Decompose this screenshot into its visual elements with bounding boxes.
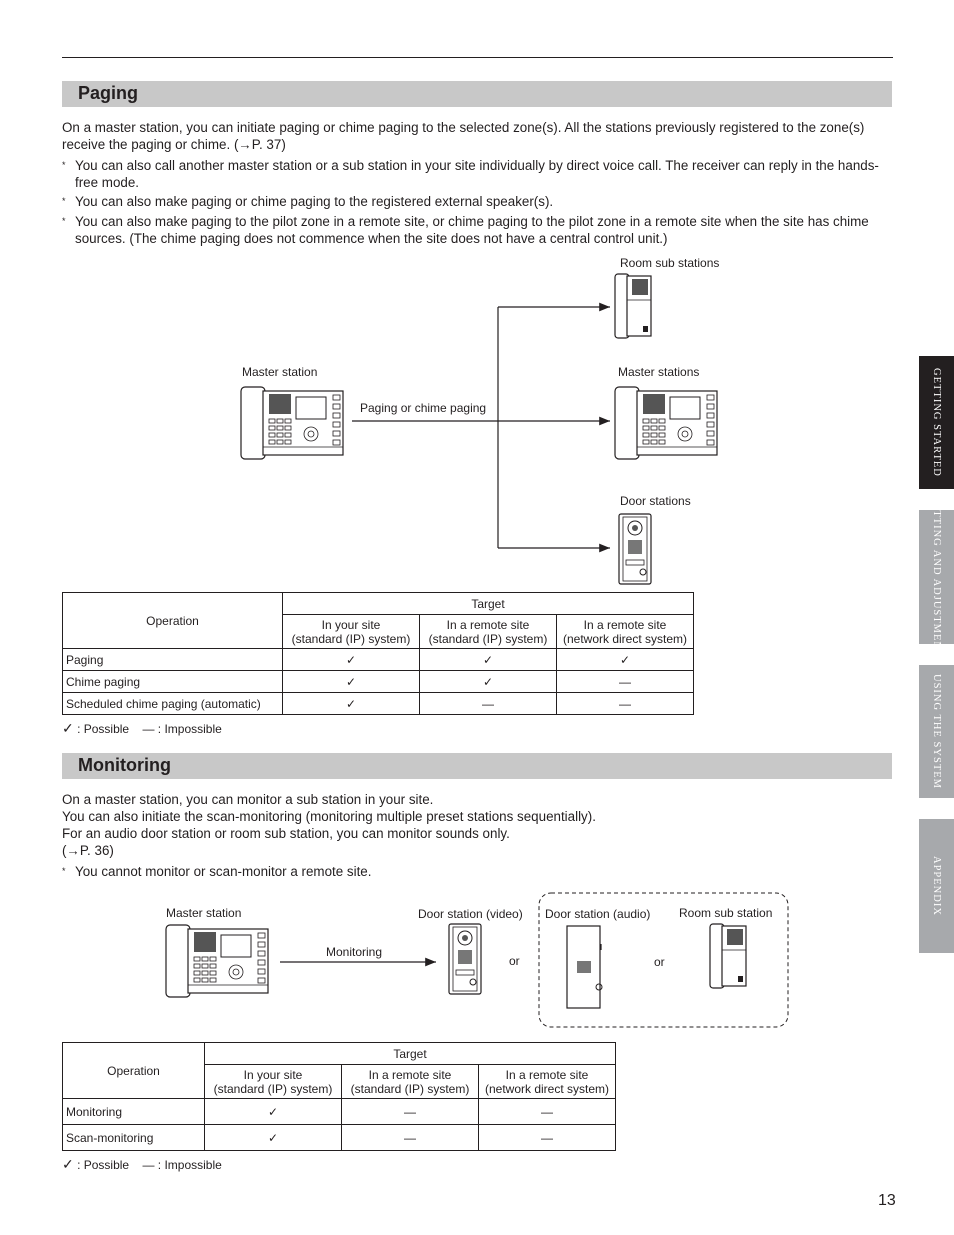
monitoring-source-label: Master station <box>166 906 241 920</box>
monitoring-table-operation-header: Operation <box>63 1043 205 1099</box>
paging-col-header: In a remote site (network direct system) <box>557 615 694 649</box>
monitoring-col-header: In a remote site (standard (IP) system) <box>342 1065 479 1099</box>
row-cell: ✓ <box>283 693 420 715</box>
monitoring-col-header: In a remote site (network direct system) <box>479 1065 616 1099</box>
table-row: Scan-monitoring ✓ — — <box>63 1125 616 1151</box>
paging-legend: ✓ : Possible — : Impossible <box>62 720 222 737</box>
side-tab-using-system[interactable]: USING THE SYSTEM <box>919 665 954 798</box>
paging-target-door: Door stations <box>620 494 691 508</box>
monitoring-table-target-header: Target <box>205 1043 616 1065</box>
check-icon: ✓ <box>62 720 74 736</box>
side-tab-setting-adjustment[interactable]: SETTING AND ADJUSTMENT <box>919 510 954 644</box>
monitoring-note-1: *You cannot monitor or scan-monitor a re… <box>62 863 892 880</box>
row-cell: — <box>479 1099 616 1125</box>
monitoring-or-1: or <box>509 954 520 968</box>
row-cell: — <box>342 1125 479 1151</box>
monitoring-target-door-video: Door station (video) <box>418 907 523 921</box>
monitoring-legend: ✓ : Possible — : Impossible <box>62 1156 222 1173</box>
paging-table-operation-header: Operation <box>63 593 283 649</box>
paging-table-target-header: Target <box>283 593 694 615</box>
paging-table: Operation Target In your site (standard … <box>62 592 694 715</box>
monitoring-col-header: In your site (standard (IP) system) <box>205 1065 342 1099</box>
monitoring-intro: On a master station, you can monitor a s… <box>62 791 892 859</box>
check-icon: ✓ <box>62 1156 74 1172</box>
table-row: Chime paging ✓ ✓ — <box>63 671 694 693</box>
row-cell: — <box>479 1125 616 1151</box>
table-row: Paging ✓ ✓ ✓ <box>63 649 694 671</box>
monitoring-target-room-sub: Room sub station <box>679 906 772 920</box>
row-cell: ✓ <box>420 671 557 693</box>
table-row: Monitoring ✓ — — <box>63 1099 616 1125</box>
row-cell: — <box>342 1099 479 1125</box>
paging-col-header: In your site (standard (IP) system) <box>283 615 420 649</box>
page-number: 13 <box>878 1192 896 1210</box>
table-row: Scheduled chime paging (automatic) ✓ — — <box>63 693 694 715</box>
monitoring-target-door-audio: Door station (audio) <box>545 907 650 921</box>
side-tab-appendix[interactable]: APPENDIX <box>919 819 954 953</box>
row-cell: — <box>557 693 694 715</box>
monitoring-or-2: or <box>654 955 665 969</box>
row-cell: ✓ <box>283 649 420 671</box>
row-cell: ✓ <box>205 1125 342 1151</box>
row-operation: Monitoring <box>63 1099 205 1125</box>
row-cell: ✓ <box>557 649 694 671</box>
row-cell: — <box>557 671 694 693</box>
section-title-monitoring: Monitoring <box>78 755 171 776</box>
monitoring-arrow-label: Monitoring <box>326 945 382 959</box>
row-cell: ✓ <box>283 671 420 693</box>
paging-arrow-label: Paging or chime paging <box>360 401 486 415</box>
row-cell: ✓ <box>420 649 557 671</box>
row-operation: Paging <box>63 649 283 671</box>
row-cell: ✓ <box>205 1099 342 1125</box>
side-tab-getting-started[interactable]: GETTING STARTED <box>919 356 954 489</box>
row-operation: Scheduled chime paging (automatic) <box>63 693 283 715</box>
paging-target-master: Master stations <box>618 365 699 379</box>
monitoring-table: Operation Target In your site (standard … <box>62 1042 616 1151</box>
row-operation: Scan-monitoring <box>63 1125 205 1151</box>
row-operation: Chime paging <box>63 671 283 693</box>
paging-col-header: In a remote site (standard (IP) system) <box>420 615 557 649</box>
section-bar-monitoring: Monitoring <box>62 753 892 779</box>
paging-target-room-sub: Room sub stations <box>620 256 719 270</box>
row-cell: — <box>420 693 557 715</box>
paging-source-label: Master station <box>242 365 317 379</box>
